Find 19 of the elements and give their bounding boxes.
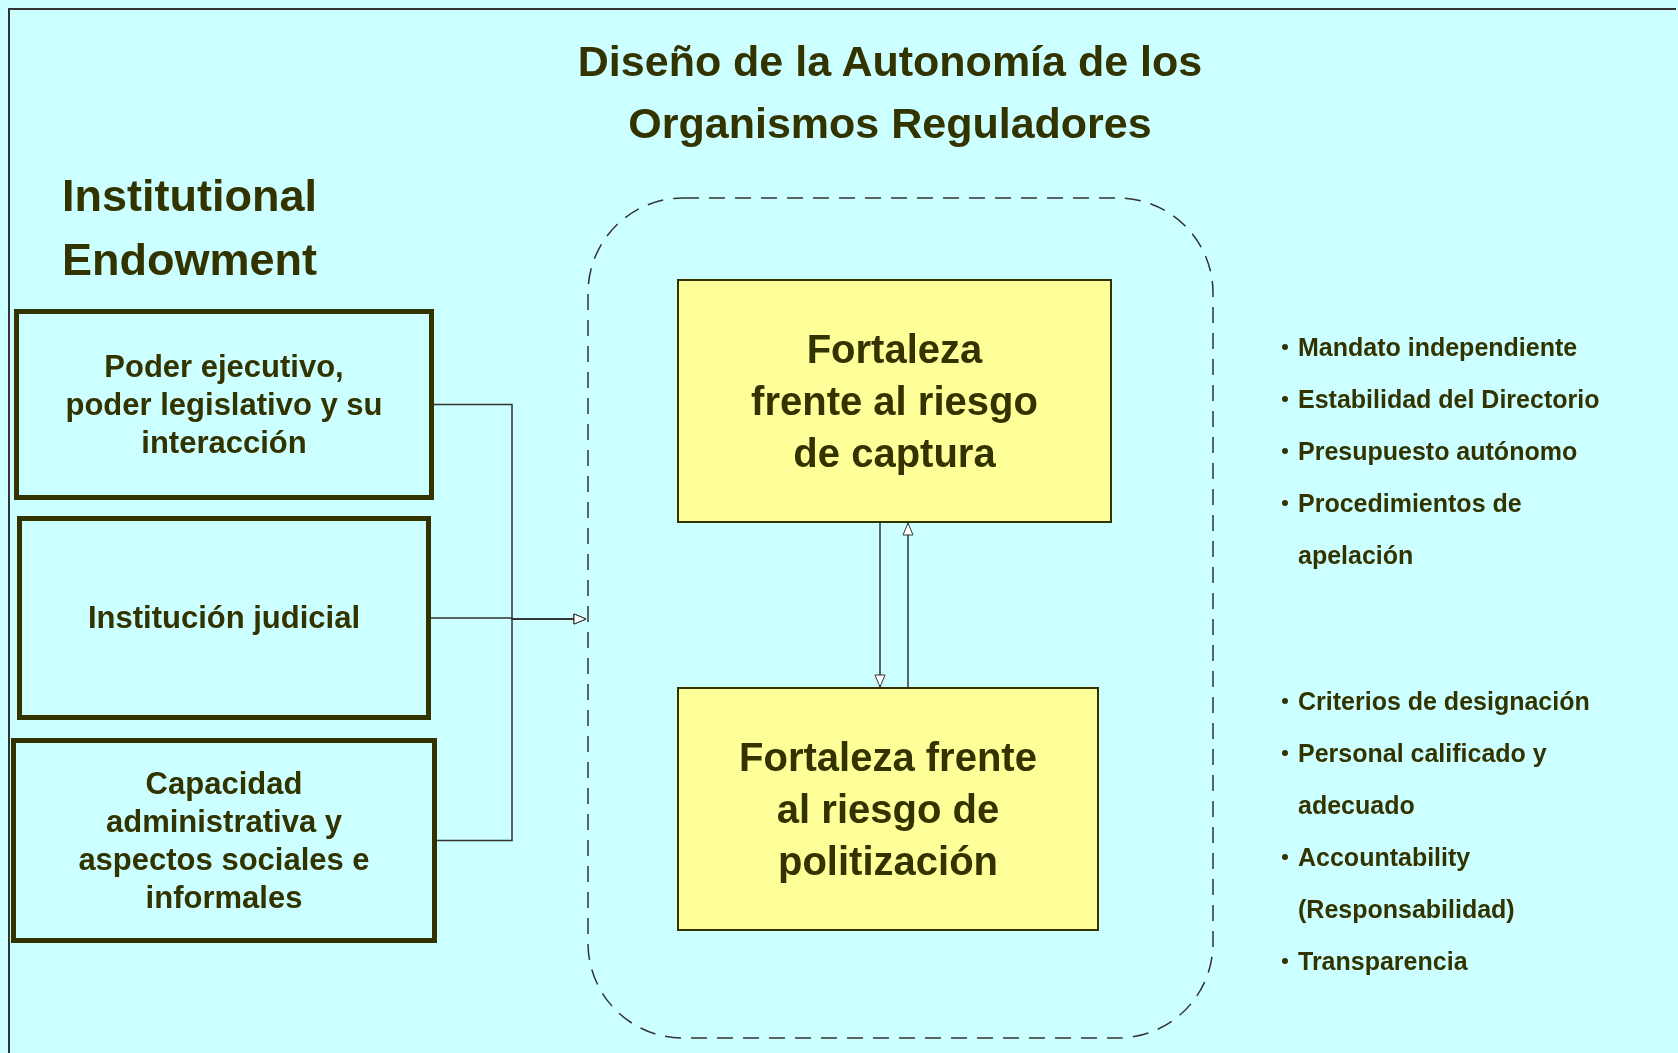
text-box: Capacidad administrativa y aspectos sociales e informales bbox=[11, 738, 437, 943]
bullet-text: Criterios de designación bbox=[1298, 686, 1590, 717]
bullet-text: Accountability (Responsabilidad) bbox=[1298, 842, 1516, 925]
group-heading: Institutional Endowment bbox=[62, 169, 318, 287]
arrow bbox=[874, 522, 886, 688]
arrow bbox=[902, 522, 914, 688]
highlight-box: Fortaleza frente al riesgo de politización bbox=[677, 687, 1099, 931]
bullet-text: Mandato independiente bbox=[1298, 332, 1578, 363]
text-box: Poder ejecutivo, poder legislativo y su interacción bbox=[14, 309, 434, 500]
bullet-text: Estabilidad del Directorio bbox=[1298, 384, 1600, 415]
bullet-text: Personal calificado y adecuado bbox=[1298, 738, 1548, 821]
bullet-text: Transparencia bbox=[1298, 946, 1468, 977]
diagram-title: Diseño de la Autonomía de los Organismos Reguladores bbox=[576, 36, 1204, 149]
highlight-box: Fortaleza frente al riesgo de captura bbox=[677, 279, 1112, 523]
arrow bbox=[436, 613, 587, 842]
text-box: Institución judicial bbox=[17, 516, 431, 720]
dashed-region bbox=[586, 196, 1215, 1040]
bullet-text: Presupuesto autónomo bbox=[1298, 436, 1578, 467]
bullet-text: Procedimientos de apelación bbox=[1298, 488, 1523, 571]
